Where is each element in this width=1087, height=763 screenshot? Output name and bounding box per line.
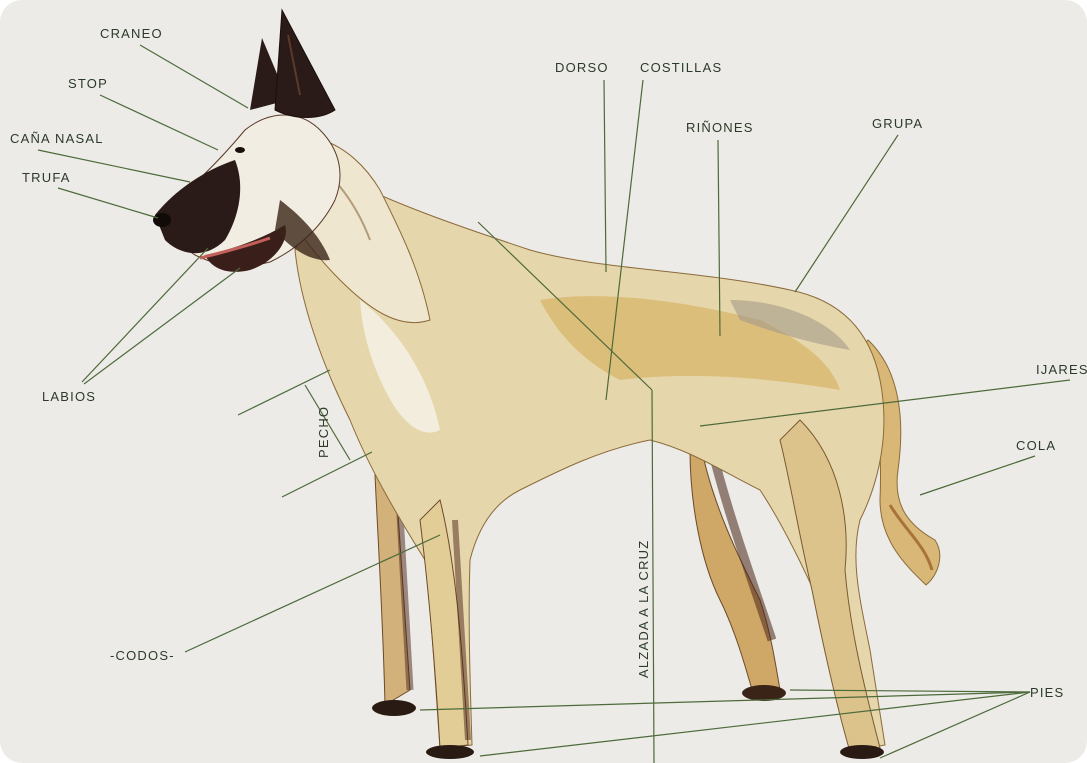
dog-eye bbox=[235, 147, 245, 153]
label-costillas: COSTILLAS bbox=[640, 60, 722, 75]
leader-line-grupa bbox=[795, 135, 898, 292]
leader-line-alzada bbox=[652, 390, 654, 763]
leader-line-dorso bbox=[604, 80, 606, 272]
label-labios: LABIOS bbox=[42, 389, 96, 404]
label-grupa: GRUPA bbox=[872, 116, 923, 131]
label-dorso: DORSO bbox=[555, 60, 609, 75]
label-ijares: IJARES bbox=[1036, 362, 1087, 377]
dog-ear-near bbox=[275, 10, 335, 118]
label-cola: COLA bbox=[1016, 438, 1056, 453]
label-craneo: CRANEO bbox=[100, 26, 163, 41]
leader-line-pies-4 bbox=[880, 692, 1030, 758]
leader-line-labios-1 bbox=[82, 248, 208, 382]
leader-line-stop bbox=[100, 95, 218, 150]
leader-line-labios-2 bbox=[84, 268, 240, 384]
dog-illustration bbox=[153, 10, 940, 759]
label-pecho: PECHO bbox=[316, 406, 331, 458]
label-codos: -CODOS- bbox=[110, 648, 175, 663]
leader-line-pies-2 bbox=[790, 690, 1030, 692]
label-pies: PIES bbox=[1030, 685, 1064, 700]
leader-line-craneo bbox=[140, 45, 248, 108]
leader-line-cola bbox=[920, 456, 1035, 495]
label-alzada: ALZADA A LA CRUZ bbox=[636, 540, 651, 678]
label-stop: STOP bbox=[68, 76, 108, 91]
leader-line-pies-3 bbox=[480, 692, 1030, 756]
label-rinones: RIÑONES bbox=[686, 120, 754, 135]
leader-line-pies-1 bbox=[420, 692, 1030, 710]
leader-line-trufa bbox=[58, 188, 158, 218]
dog-nose bbox=[153, 213, 171, 227]
label-trufa: TRUFA bbox=[22, 170, 71, 185]
label-cana-nasal: CAÑA NASAL bbox=[10, 131, 104, 146]
